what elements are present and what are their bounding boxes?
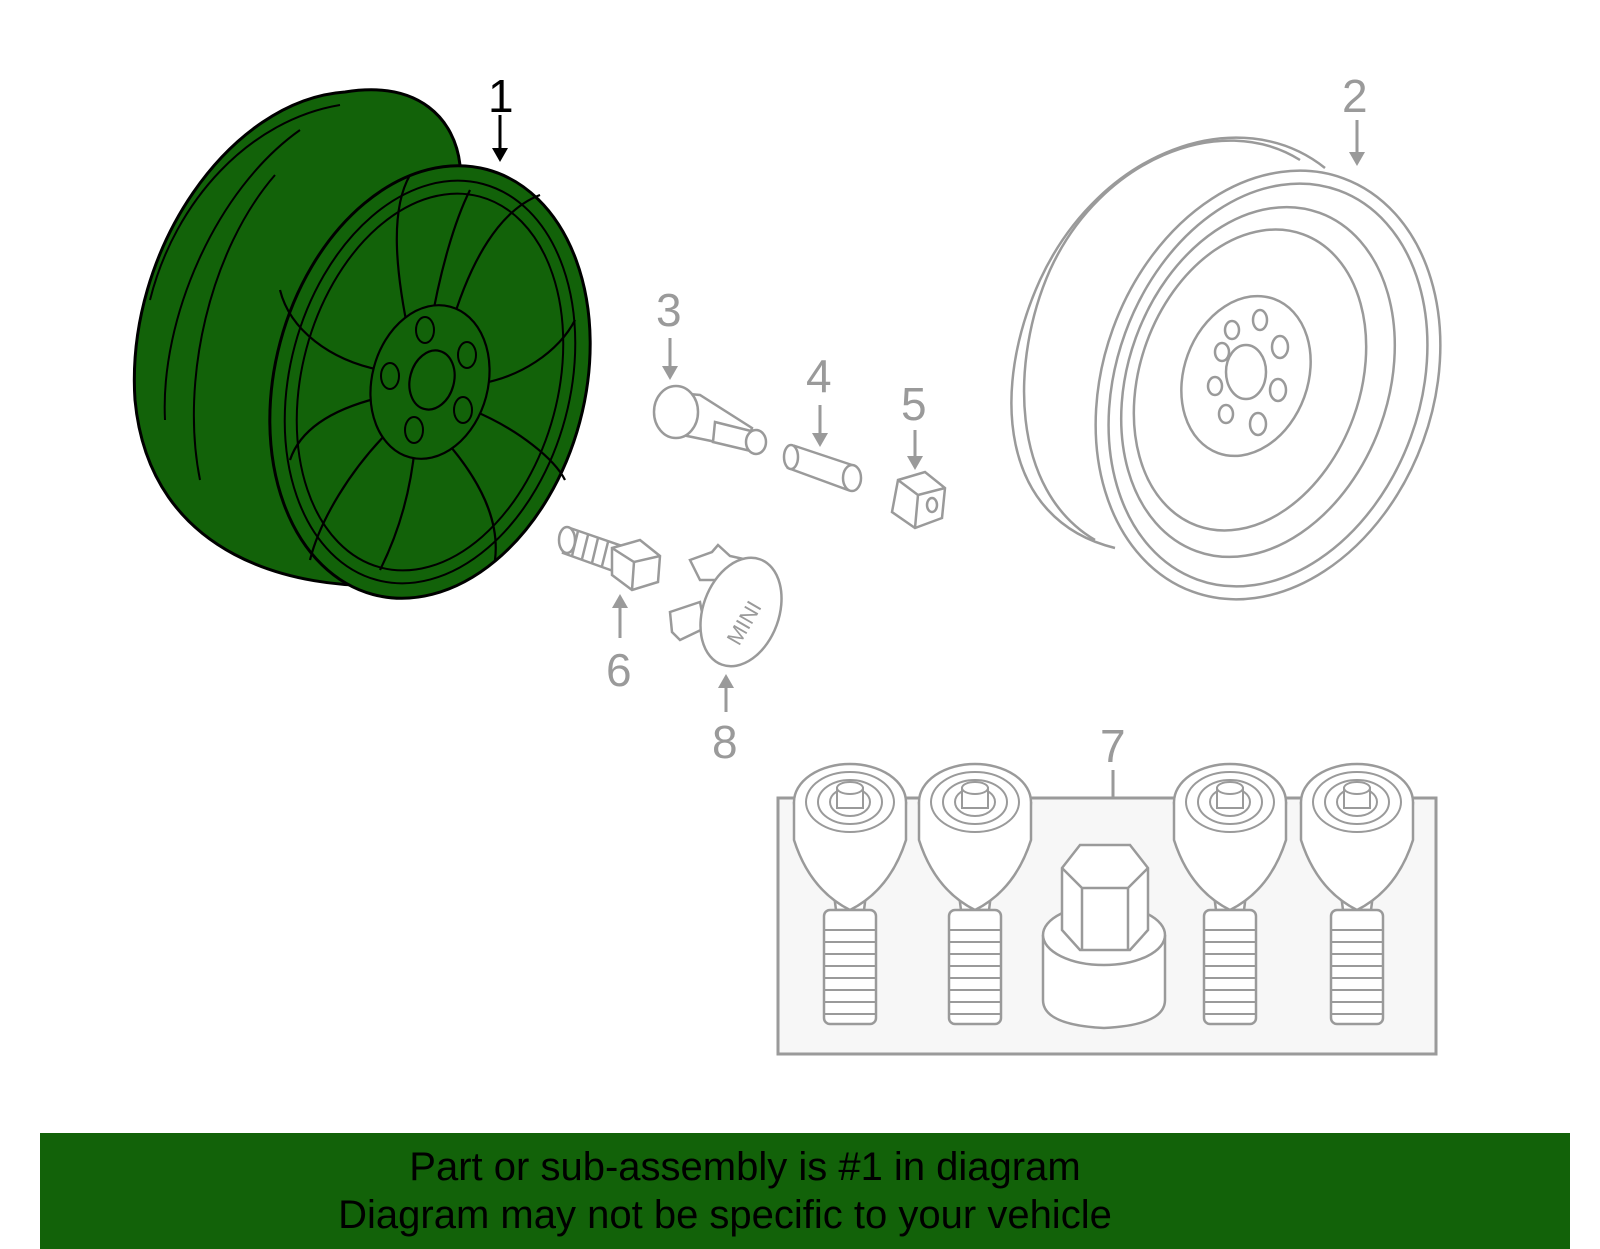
callout-4: 4 — [806, 350, 832, 402]
alloy-wheel-icon[interactable] — [132, 88, 636, 635]
callout-7: 7 — [1100, 720, 1126, 772]
bolt-icon[interactable] — [557, 525, 662, 592]
spare-wheel-icon[interactable] — [1010, 122, 1498, 648]
callout-6: 6 — [606, 644, 632, 696]
callout-1: 1 — [488, 70, 514, 122]
banner-line-2: Diagram may not be specific to your vehi… — [338, 1193, 1112, 1237]
callout-5: 5 — [901, 378, 927, 430]
banner-line-1: Part or sub-assembly is #1 in diagram — [409, 1145, 1081, 1189]
valve-stem-icon[interactable] — [652, 384, 768, 456]
lock-key-icon[interactable] — [1041, 843, 1167, 1030]
callout-2: 2 — [1342, 70, 1368, 122]
pin-icon[interactable] — [782, 443, 863, 493]
callout-8: 8 — [712, 716, 738, 768]
info-banner: Part or sub-assembly is #1 in diagram Di… — [40, 1133, 1570, 1249]
center-cap-icon[interactable]: MINI — [668, 543, 796, 678]
nut-icon[interactable] — [890, 470, 947, 530]
callout-3: 3 — [656, 284, 682, 336]
